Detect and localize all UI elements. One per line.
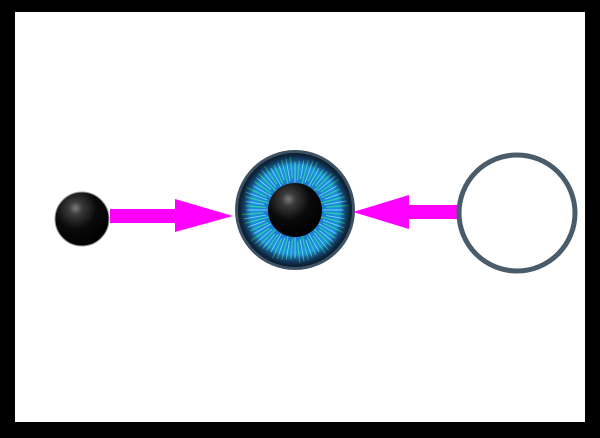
arrow-left	[353, 195, 473, 229]
diagram-canvas	[15, 12, 585, 422]
eye-iris-icon	[235, 150, 355, 270]
pupil-icon	[268, 183, 322, 237]
eye-diagram	[54, 150, 578, 274]
small-pupil-dot	[54, 191, 110, 247]
hollow-circle-icon	[456, 152, 578, 274]
arrow-right	[110, 199, 233, 232]
